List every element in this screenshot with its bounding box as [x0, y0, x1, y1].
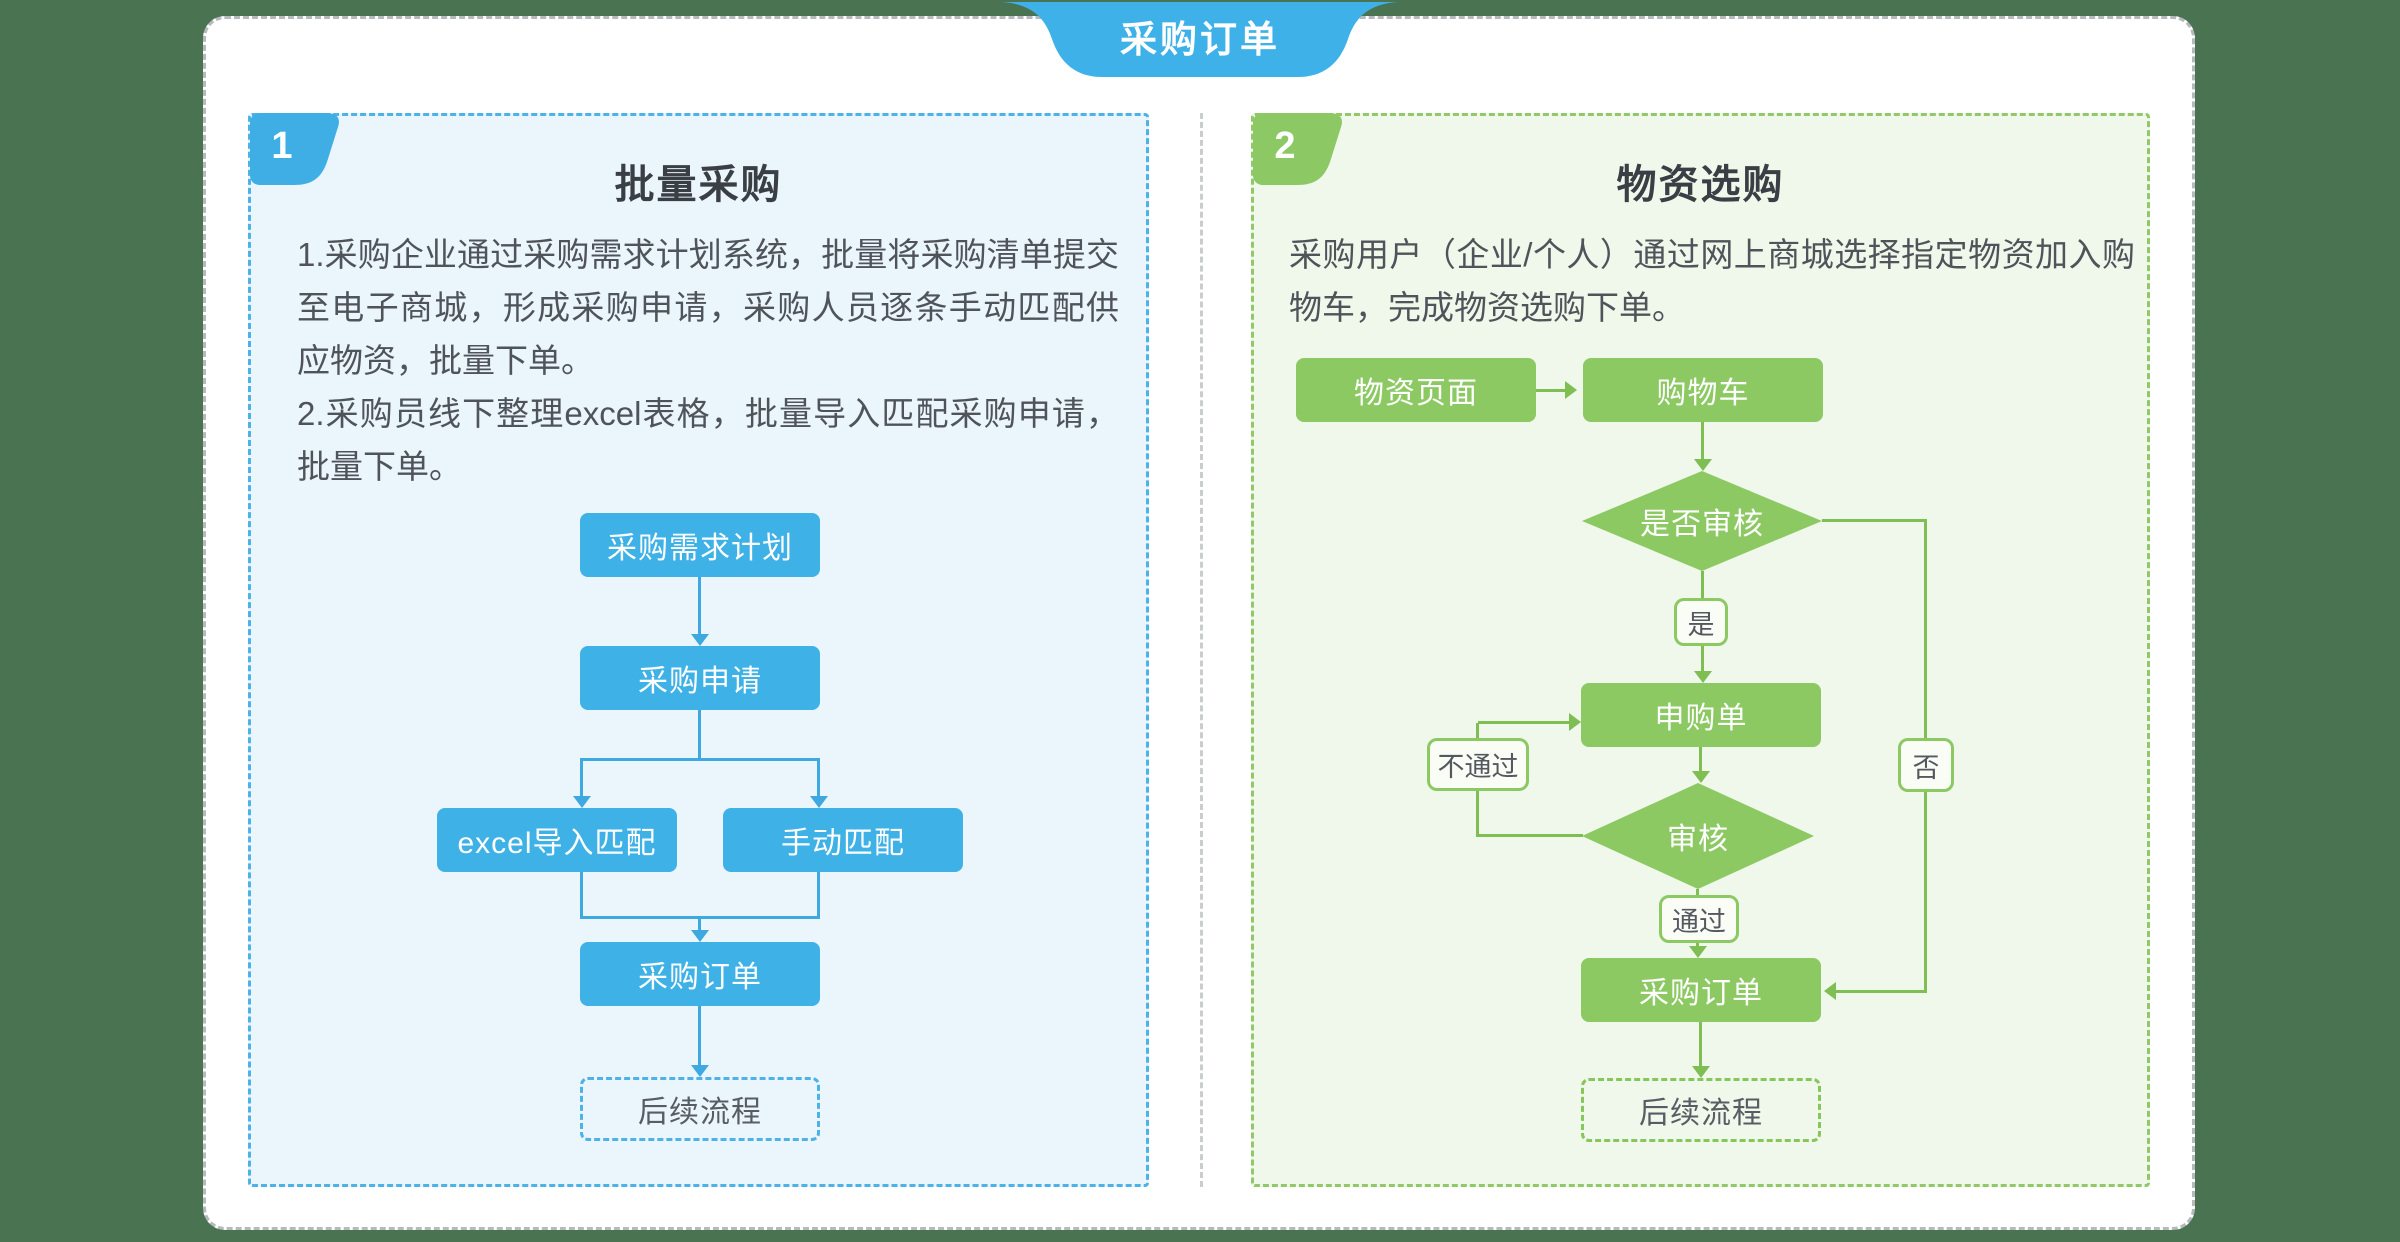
flow-connector — [1701, 571, 1704, 599]
decision-audit: 审核 — [1582, 783, 1814, 889]
label-yes: 是 — [1674, 598, 1728, 646]
left-panel-description: 1.采购企业通过采购需求计划系统，批量将采购清单提交至电子商城，形成采购申请，采… — [297, 228, 1119, 493]
flow-connector — [580, 872, 583, 919]
right-panel-description: 采购用户（企业/个人）通过网上商城选择指定物资加入购物车，完成物资选购下单。 — [1289, 228, 2135, 334]
label-fail: 不通过 — [1427, 738, 1529, 791]
node-shopping-cart: 购物车 — [1583, 358, 1823, 422]
label-no: 否 — [1898, 738, 1954, 792]
arrowhead-icon — [691, 930, 709, 942]
badge-ribbon-icon — [1253, 113, 1342, 185]
diamond-icon — [1582, 471, 1822, 571]
node-manual-match: 手动匹配 — [723, 808, 963, 872]
node-purchase-demand-plan: 采购需求计划 — [580, 513, 820, 577]
node-excel-import-match: excel导入匹配 — [437, 808, 677, 872]
flow-connector — [817, 758, 820, 796]
label-pass: 通过 — [1659, 895, 1739, 943]
diamond-icon — [1582, 783, 1814, 889]
badge-1: 1 — [250, 113, 340, 185]
flow-connector-pass-path — [1696, 889, 1699, 899]
flow-connector — [1699, 1022, 1702, 1067]
arrowhead-icon — [691, 634, 709, 646]
tab-title: 采购订单 — [1120, 19, 1280, 60]
flow-connector — [698, 710, 701, 760]
arrowhead-icon — [1569, 713, 1581, 731]
node-purchase-apply: 采购申请 — [580, 646, 820, 710]
flow-connector — [698, 1006, 701, 1066]
flow-connector — [1701, 422, 1704, 460]
decision-audit-label: 审核 — [1667, 823, 1729, 856]
node-requisition-form: 申购单 — [1581, 683, 1821, 747]
panel-divider — [1200, 113, 1203, 1187]
left-panel-title: 批量采购 — [614, 163, 783, 207]
arrowhead-icon — [810, 796, 828, 808]
flow-connector-no-path — [1822, 519, 1926, 522]
procurement-order-tab: 采购订单 — [1002, 2, 1398, 80]
flow-connector — [698, 577, 701, 635]
node-next-process-left: 后续流程 — [580, 1077, 820, 1141]
left-desc-paragraph-2: 2.采购员线下整理excel表格，批量导入匹配采购申请，批量下单。 — [297, 395, 1119, 485]
left-desc-paragraph-1: 1.采购企业通过采购需求计划系统，批量将采购清单提交至电子商城，形成采购申请，采… — [297, 236, 1119, 379]
flow-connector — [580, 758, 820, 761]
arrowhead-icon — [1565, 381, 1577, 399]
right-desc-paragraph-1: 采购用户（企业/个人）通过网上商城选择指定物资加入购物车，完成物资选购下单。 — [1289, 236, 2135, 326]
flow-connector — [698, 916, 701, 931]
badge-ribbon-icon — [250, 113, 339, 185]
decision-review-or-not: 是否审核 — [1582, 471, 1822, 571]
right-panel-title: 物资选购 — [1616, 163, 1785, 207]
arrowhead-icon — [1692, 771, 1710, 783]
flow-connector — [1699, 747, 1702, 772]
badge-2: 2 — [1253, 113, 1343, 185]
arrowhead-icon — [1689, 946, 1707, 958]
arrowhead-icon — [573, 796, 591, 808]
flow-connector-pass-path — [1696, 943, 1699, 948]
tab-shape-icon — [1002, 2, 1398, 77]
node-purchase-order-left: 采购订单 — [580, 942, 820, 1006]
flow-connector-fail-path — [1478, 721, 1569, 724]
node-material-page: 物资页面 — [1296, 358, 1536, 422]
flow-connector — [1536, 389, 1566, 392]
flow-connector-no-path — [1836, 990, 1927, 993]
node-next-process-right: 后续流程 — [1581, 1078, 1821, 1142]
arrowhead-icon — [1692, 1066, 1710, 1078]
flow-connector — [580, 758, 583, 796]
arrowhead-icon — [1694, 671, 1712, 683]
flow-connector — [817, 872, 820, 919]
decision-review-label: 是否审核 — [1640, 508, 1764, 541]
arrowhead-icon — [691, 1065, 709, 1077]
badge-1-number: 1 — [271, 124, 293, 167]
badge-2-number: 2 — [1274, 124, 1296, 167]
flow-connector-fail-path — [1478, 834, 1583, 837]
node-purchase-order-right: 采购订单 — [1581, 958, 1821, 1022]
flow-connector — [1701, 646, 1704, 672]
arrowhead-icon — [1824, 982, 1836, 1000]
arrowhead-icon — [1694, 459, 1712, 471]
